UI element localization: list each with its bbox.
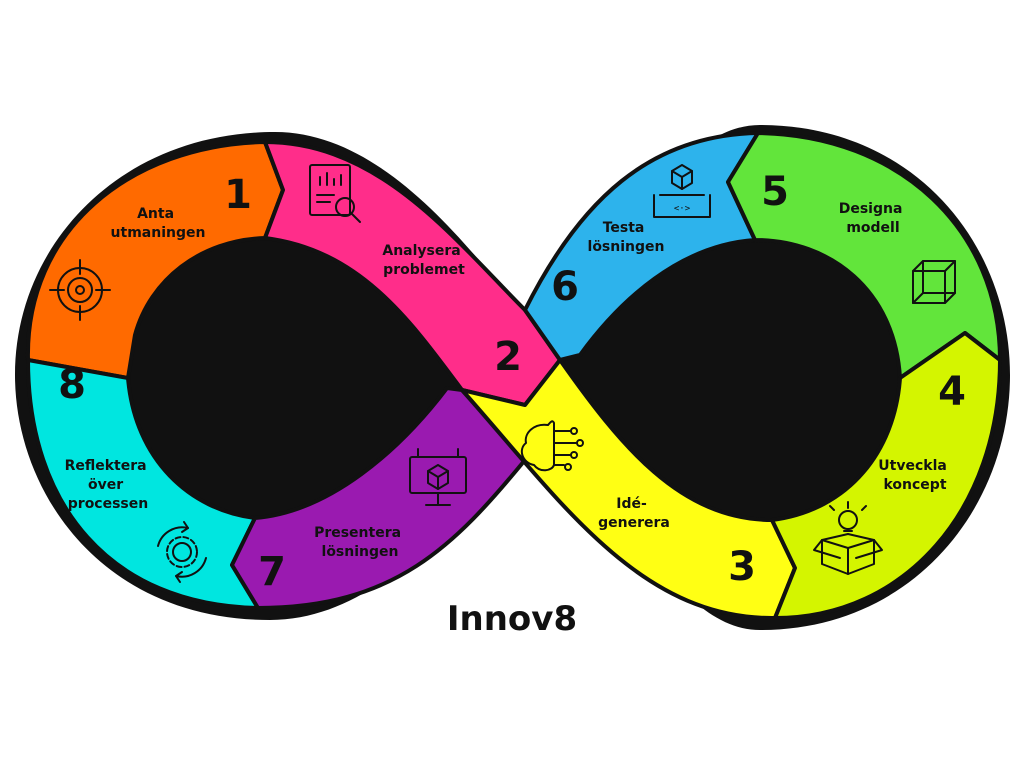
step-number-4: 4	[938, 369, 966, 415]
step-label-3-line-1: Idé-	[616, 496, 647, 512]
step-label-6: Testa lösningen	[588, 220, 665, 255]
target-icon	[49, 259, 111, 321]
step-number-8: 8	[58, 362, 86, 408]
step-number-1: 1	[224, 172, 252, 218]
box-lightbulb-icon	[813, 501, 883, 575]
step-label-4: Utveckla koncept	[878, 458, 951, 493]
step-label-4-line-1: Utveckla	[878, 458, 947, 474]
step-label-7-line-2: lösningen	[322, 544, 399, 560]
step-numbers: 1 2 3 4 5 6 7 8	[58, 169, 966, 595]
step-number-6: 6	[551, 264, 579, 310]
step-number-5: 5	[761, 169, 789, 215]
step-label-2: Analysera problemet	[382, 243, 465, 278]
step-label-8-line-3: processen	[68, 496, 148, 512]
step-icons: <·>	[49, 164, 956, 583]
step-label-5-line-2: modell	[846, 220, 899, 236]
report-magnifier-icon	[309, 164, 361, 223]
brand-name: Innov8	[447, 599, 577, 639]
step-label-6-line-1: Testa	[603, 220, 645, 236]
step-label-5: Designa modell	[839, 201, 908, 236]
wireframe-cube-icon	[912, 260, 956, 304]
step-label-7-line-1: Presentera	[314, 525, 401, 541]
segment-4-utveckla-koncept[interactable]	[770, 331, 1002, 620]
step-label-1-line-1: Anta	[137, 206, 174, 222]
segment-1-anta-utmaningen[interactable]	[25, 140, 285, 380]
step-label-1-line-2: utmaningen	[111, 225, 206, 241]
svg-text:<·>: <·>	[674, 204, 691, 214]
step-label-3-line-2: generera	[598, 515, 670, 531]
step-label-8-line-2: över	[88, 477, 123, 493]
step-label-8: Reflektera över processen	[65, 458, 152, 512]
gear-cycle-icon	[157, 521, 207, 583]
step-label-2-line-1: Analysera	[382, 243, 460, 259]
step-number-7: 7	[258, 549, 286, 595]
step-label-7: Presentera lösningen	[314, 525, 406, 560]
cube-blueprint-icon: <·>	[653, 164, 711, 218]
segment-8-reflektera[interactable]	[26, 358, 260, 610]
step-label-5-line-1: Designa	[839, 201, 903, 217]
step-label-1: Anta utmaningen	[111, 206, 206, 241]
step-label-6-line-2: lösningen	[588, 239, 665, 255]
step-labels: Anta utmaningen Analysera problemet Idé-…	[65, 201, 951, 560]
presentation-board-icon	[409, 448, 467, 506]
step-label-8-line-1: Reflektera	[65, 458, 147, 474]
step-label-3: Idé- generera	[598, 496, 670, 531]
step-number-2: 2	[494, 334, 522, 380]
brain-circuit-icon	[520, 420, 584, 472]
step-number-3: 3	[728, 544, 756, 590]
step-label-4-line-2: koncept	[883, 477, 946, 493]
segment-7-presentera-losningen[interactable]	[230, 386, 527, 610]
step-label-2-line-2: problemet	[383, 262, 465, 278]
